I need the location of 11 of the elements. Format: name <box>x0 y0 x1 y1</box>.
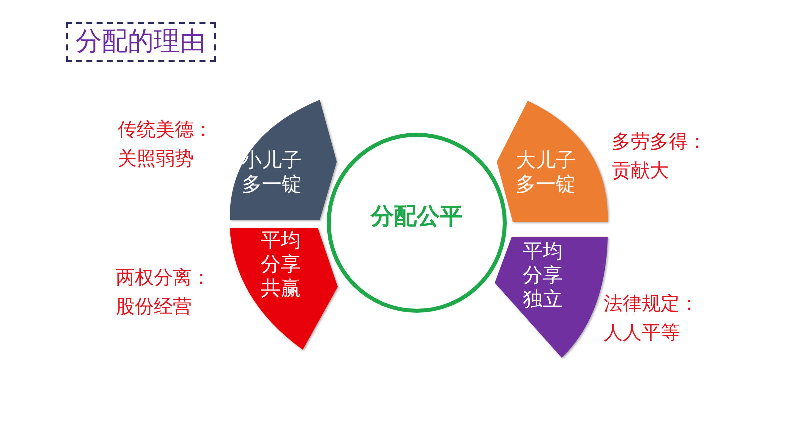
node-label: 小儿子多一锭 <box>241 148 303 196</box>
node-label: 平均分享独立 <box>522 239 564 311</box>
note-text: 传统美德：关照弱势 <box>118 118 214 172</box>
node-label: 平均分享共赢 <box>260 228 302 300</box>
center-circle <box>326 132 508 314</box>
note-text: 多劳多得：贡献大 <box>612 130 708 184</box>
note-text: 法律规定：人人平等 <box>604 292 700 346</box>
node-label: 分配公平 <box>370 204 464 232</box>
title: 分配的理由 <box>66 22 216 62</box>
node-label: 大儿子多一锭 <box>515 148 577 196</box>
note-text: 两权分离：股份经营 <box>116 266 212 320</box>
